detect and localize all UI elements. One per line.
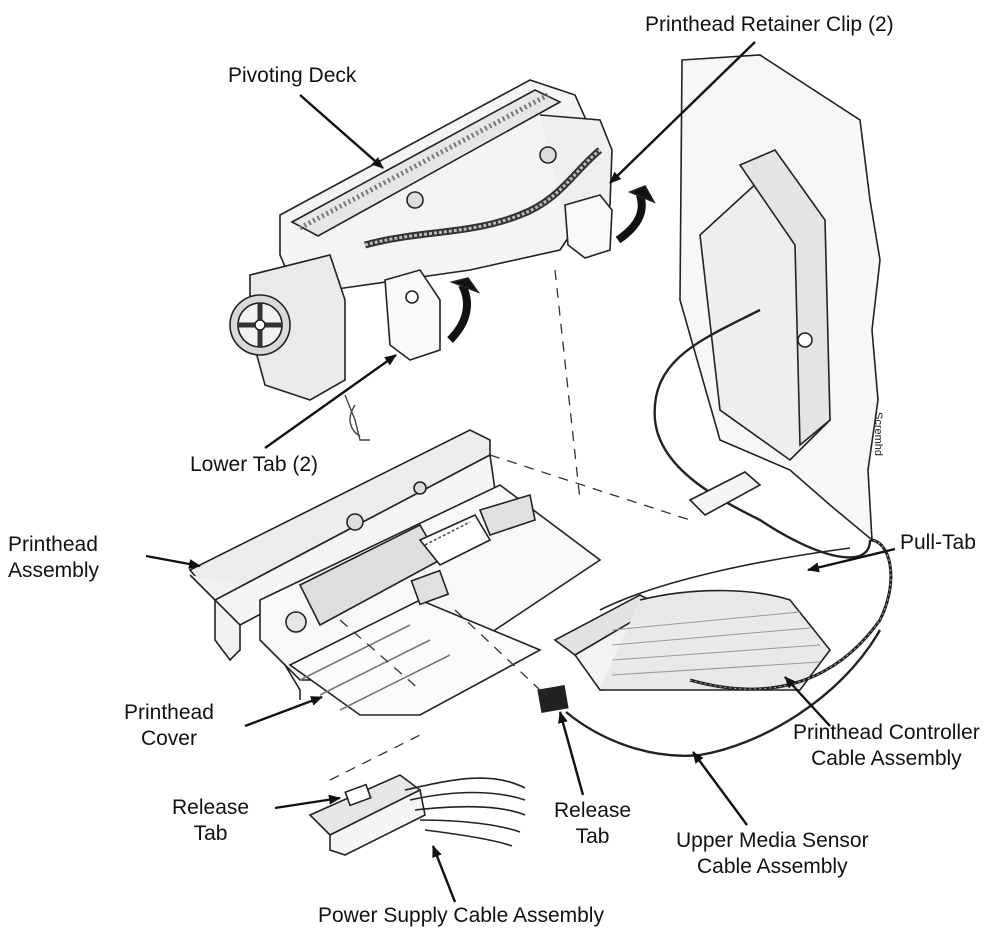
release-tab-mid-line1: Release	[554, 799, 632, 822]
upper-media-sensor-line2: Cable Assembly	[697, 855, 848, 878]
printhead-cover-label-line2: Cover	[140, 727, 197, 750]
pivoting-deck-label: Pivoting Deck	[228, 64, 357, 87]
alignment-lines	[329, 269, 691, 781]
printhead-assembly-label-line1: Printhead	[8, 533, 98, 556]
printer-frame-wall	[679, 54, 881, 542]
pivoting-deck	[229, 79, 656, 441]
upper-media-sensor-label: Upper Media Sensor Cable Assembly	[676, 828, 869, 880]
leader-arrows	[145, 41, 896, 903]
printhead-cover-label: Printhead Cover	[124, 700, 214, 752]
upper-media-sensor-line1: Upper Media Sensor	[676, 829, 869, 852]
power-supply-cable-label: Power Supply Cable Assembly	[318, 904, 604, 927]
release-tab-left-label: Release Tab	[172, 795, 249, 847]
printhead-assembly-label: Printhead Assembly	[8, 532, 99, 584]
figure-code: Scremhd	[872, 412, 884, 457]
release-tab-mid-line2: Tab	[575, 825, 610, 848]
power-supply-cable-drawing	[308, 774, 526, 856]
printhead-cover-label-line1: Printhead	[124, 701, 214, 724]
retainer-clip-label: Printhead Retainer Clip (2)	[645, 13, 894, 36]
release-tab-mid-label: Release Tab	[554, 798, 631, 850]
printhead-assembly-label-line2: Assembly	[8, 559, 100, 582]
controller-cable-drawing	[537, 308, 893, 757]
controller-cable-label-line1: Printhead Controller	[793, 721, 980, 744]
controller-cable-label-line2: Cable Assembly	[811, 747, 962, 770]
lower-tab-label: Lower Tab (2)	[190, 453, 319, 476]
release-tab-left-line1: Release	[172, 796, 250, 819]
printhead-assembly	[188, 429, 602, 716]
pull-tab-label: Pull-Tab	[900, 531, 976, 554]
release-tab-left-line2: Tab	[193, 822, 228, 845]
controller-cable-label: Printhead Controller Cable Assembly	[793, 720, 980, 772]
